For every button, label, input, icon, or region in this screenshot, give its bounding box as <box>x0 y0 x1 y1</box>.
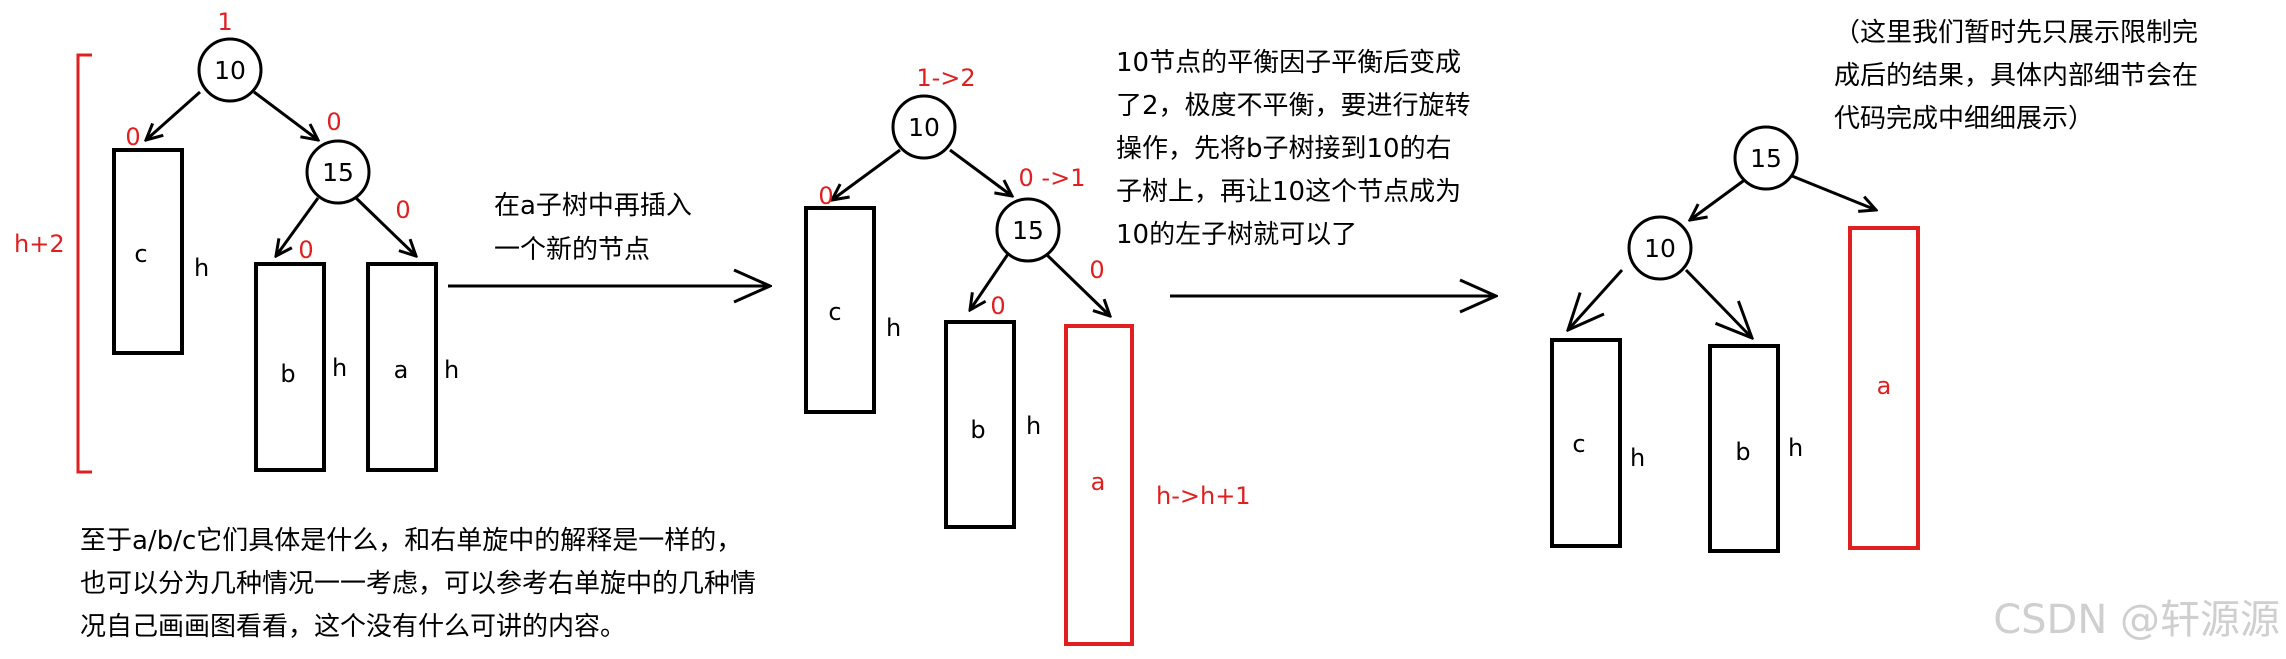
subtree-c <box>804 206 876 414</box>
subtree-c <box>112 148 184 355</box>
explanation-line: 10节点的平衡因子平衡后变成 <box>1116 48 1462 78</box>
tree-node: 15 <box>1733 125 1799 191</box>
note-line: 也可以分为几种情况一一考虑，可以参考右单旋中的几种情 <box>80 569 757 599</box>
rotation-explanation: 10节点的平衡因子平衡后变成 了2，极度不平衡，要进行旋转 操作，先将b子树接到… <box>1116 42 1471 257</box>
subtree-a <box>366 262 438 472</box>
height-bracket-label: h+2 <box>14 230 65 258</box>
balance-factor: 0 <box>990 292 1005 320</box>
watermark: CSDN @轩源源 <box>1993 597 2280 643</box>
tree-node: 10 <box>197 37 263 103</box>
note-line: （这里我们暂时先只展示限制完 <box>1834 18 2199 48</box>
balance-factor: 0 <box>1089 256 1104 284</box>
subtree-label: b <box>280 360 295 388</box>
subtree-a <box>1848 226 1920 550</box>
node-label: 10 <box>214 56 246 85</box>
edge-15-to-10 <box>1690 174 1751 220</box>
edge-15-to-a <box>1044 252 1110 316</box>
note-line: 况自己画画图看看，这个没有什么可讲的内容。 <box>80 612 627 642</box>
subtree-height: h <box>332 354 347 382</box>
note-line: 至于a/b/c它们具体是什么，和右单旋中的解释是一样的， <box>80 526 743 556</box>
edge-15-to-b <box>970 253 1010 310</box>
balance-factor: 0 <box>818 182 833 210</box>
tree-after-insert: 10 1->2 15 0 ->1 c h 0 b h 0 a h->h+1 0 <box>804 64 1251 646</box>
explanation-line: 子树上，再让10这个节点成为 <box>1116 177 1462 207</box>
balance-factor: 0 ->1 <box>1019 164 1086 192</box>
tree-node: 15 <box>305 139 371 205</box>
edge-10-to-b <box>1684 268 1752 338</box>
node-label: 15 <box>322 158 354 187</box>
tree-node: 10 <box>1627 215 1693 281</box>
balance-factor: 0 <box>395 196 410 224</box>
subtree-height: h <box>1630 444 1645 472</box>
subtree-height: h <box>1788 434 1803 462</box>
edge-10-to-c <box>832 148 901 200</box>
edge-15-to-b <box>276 197 320 256</box>
note-line: 代码完成中细细展示） <box>1834 104 2095 134</box>
subtree-b <box>254 262 326 472</box>
balance-factor: 1 <box>217 8 232 36</box>
subtree-height: h <box>194 254 209 282</box>
tree-node: 15 <box>995 197 1061 263</box>
balance-factor: 0 <box>298 236 313 264</box>
edge-15-to-a <box>354 196 416 256</box>
balance-factor: 1->2 <box>916 64 975 92</box>
arrow-caption-line: 在a子树中再插入 <box>494 191 692 221</box>
subtree-height: h <box>1026 412 1041 440</box>
subtree-a <box>1064 324 1134 646</box>
subtree-height: h <box>444 356 459 384</box>
explanation-line: 10的左子树就可以了 <box>1116 220 1358 250</box>
height-bracket <box>76 53 92 474</box>
balance-factor: 0 <box>326 108 341 136</box>
subtree-label: b <box>1735 438 1750 466</box>
node-label: 15 <box>1750 144 1782 173</box>
subtree-c <box>1550 338 1622 548</box>
explanation-line: 操作，先将b子树接到10的右 <box>1116 134 1452 164</box>
node-label: 15 <box>1012 216 1044 245</box>
edge-10-to-15 <box>253 90 318 140</box>
result-note: （这里我们暂时先只展示限制完 成后的结果，具体内部细节会在 代码完成中细细展示） <box>1834 12 2198 141</box>
edge-10-to-c <box>1568 268 1624 330</box>
subtree-label: a <box>1877 372 1892 400</box>
subtree-explanation: 至于a/b/c它们具体是什么，和右单旋中的解释是一样的， 也可以分为几种情况一一… <box>80 520 756 649</box>
subtree-b <box>1708 344 1780 553</box>
subtree-label: c <box>1572 430 1585 458</box>
balance-factor: 0 <box>125 123 140 151</box>
note-line: 成后的结果，具体内部细节会在 <box>1834 61 2199 91</box>
edge-15-to-a <box>1791 174 1876 210</box>
subtree-b <box>944 320 1016 529</box>
tree-after-rotation: 15 10 c h b h a <box>1550 125 1920 553</box>
subtree-label: c <box>828 298 841 326</box>
explanation-line: 了2，极度不平衡，要进行旋转 <box>1116 91 1471 121</box>
tree-before: h+2 10 1 15 0 c h 0 b h 0 a h 0 <box>14 8 459 474</box>
node-label: 10 <box>908 113 940 142</box>
transition-arrow-insert: 在a子树中再插入 一个新的节点 <box>448 191 770 286</box>
subtree-label: b <box>970 416 985 444</box>
edge-10-to-c <box>146 90 201 140</box>
node-label: 10 <box>1644 234 1676 263</box>
subtree-height: h <box>886 314 901 342</box>
subtree-label: a <box>1091 468 1106 496</box>
subtree-label: a <box>394 356 409 384</box>
arrow-caption-line: 一个新的节点 <box>494 235 650 265</box>
tree-node: 10 <box>891 94 957 160</box>
subtree-label: c <box>134 240 147 268</box>
edge-10-to-15 <box>949 148 1012 196</box>
subtree-height: h->h+1 <box>1156 482 1251 510</box>
